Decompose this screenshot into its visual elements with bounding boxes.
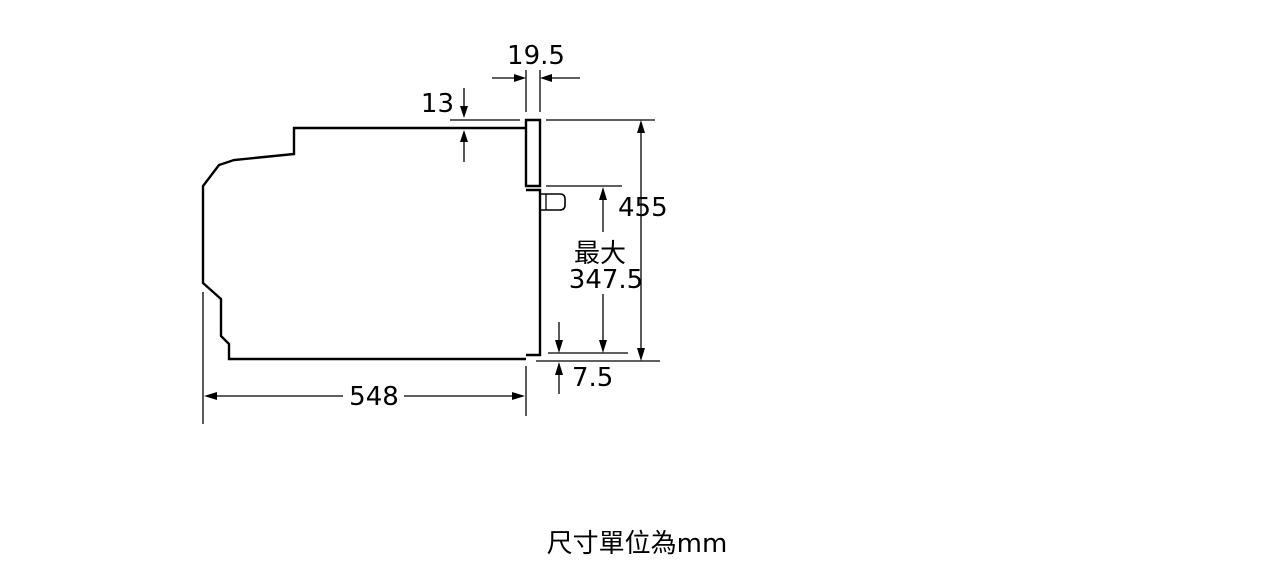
front-panel-upper [524, 118, 542, 188]
dimension-label-455: 455 [618, 193, 668, 223]
dimension-label-347-5: 347.5 [569, 265, 643, 295]
unit-note: 尺寸單位為mm [547, 529, 728, 559]
appliance-body-outline [201, 126, 526, 361]
dimension-label-13: 13 [421, 89, 454, 119]
handle-icon [541, 193, 566, 211]
dimension-label-7-5: 7.5 [572, 363, 613, 393]
dimension-panel-thickness: 19.5 [492, 41, 580, 112]
dimension-label-max: 最大 [574, 239, 626, 269]
dimension-max-door-height: 最大 347.5 [546, 185, 643, 354]
dimension-total-height: 455 [536, 119, 668, 362]
dimension-label-548: 548 [349, 382, 399, 412]
dimension-label-19-5: 19.5 [507, 41, 565, 71]
dimension-depth: 548 [202, 292, 527, 424]
front-door-lower [526, 188, 542, 357]
dimension-top-gap: 13 [421, 88, 520, 162]
dimension-bottom-offset: 7.5 [555, 322, 613, 394]
